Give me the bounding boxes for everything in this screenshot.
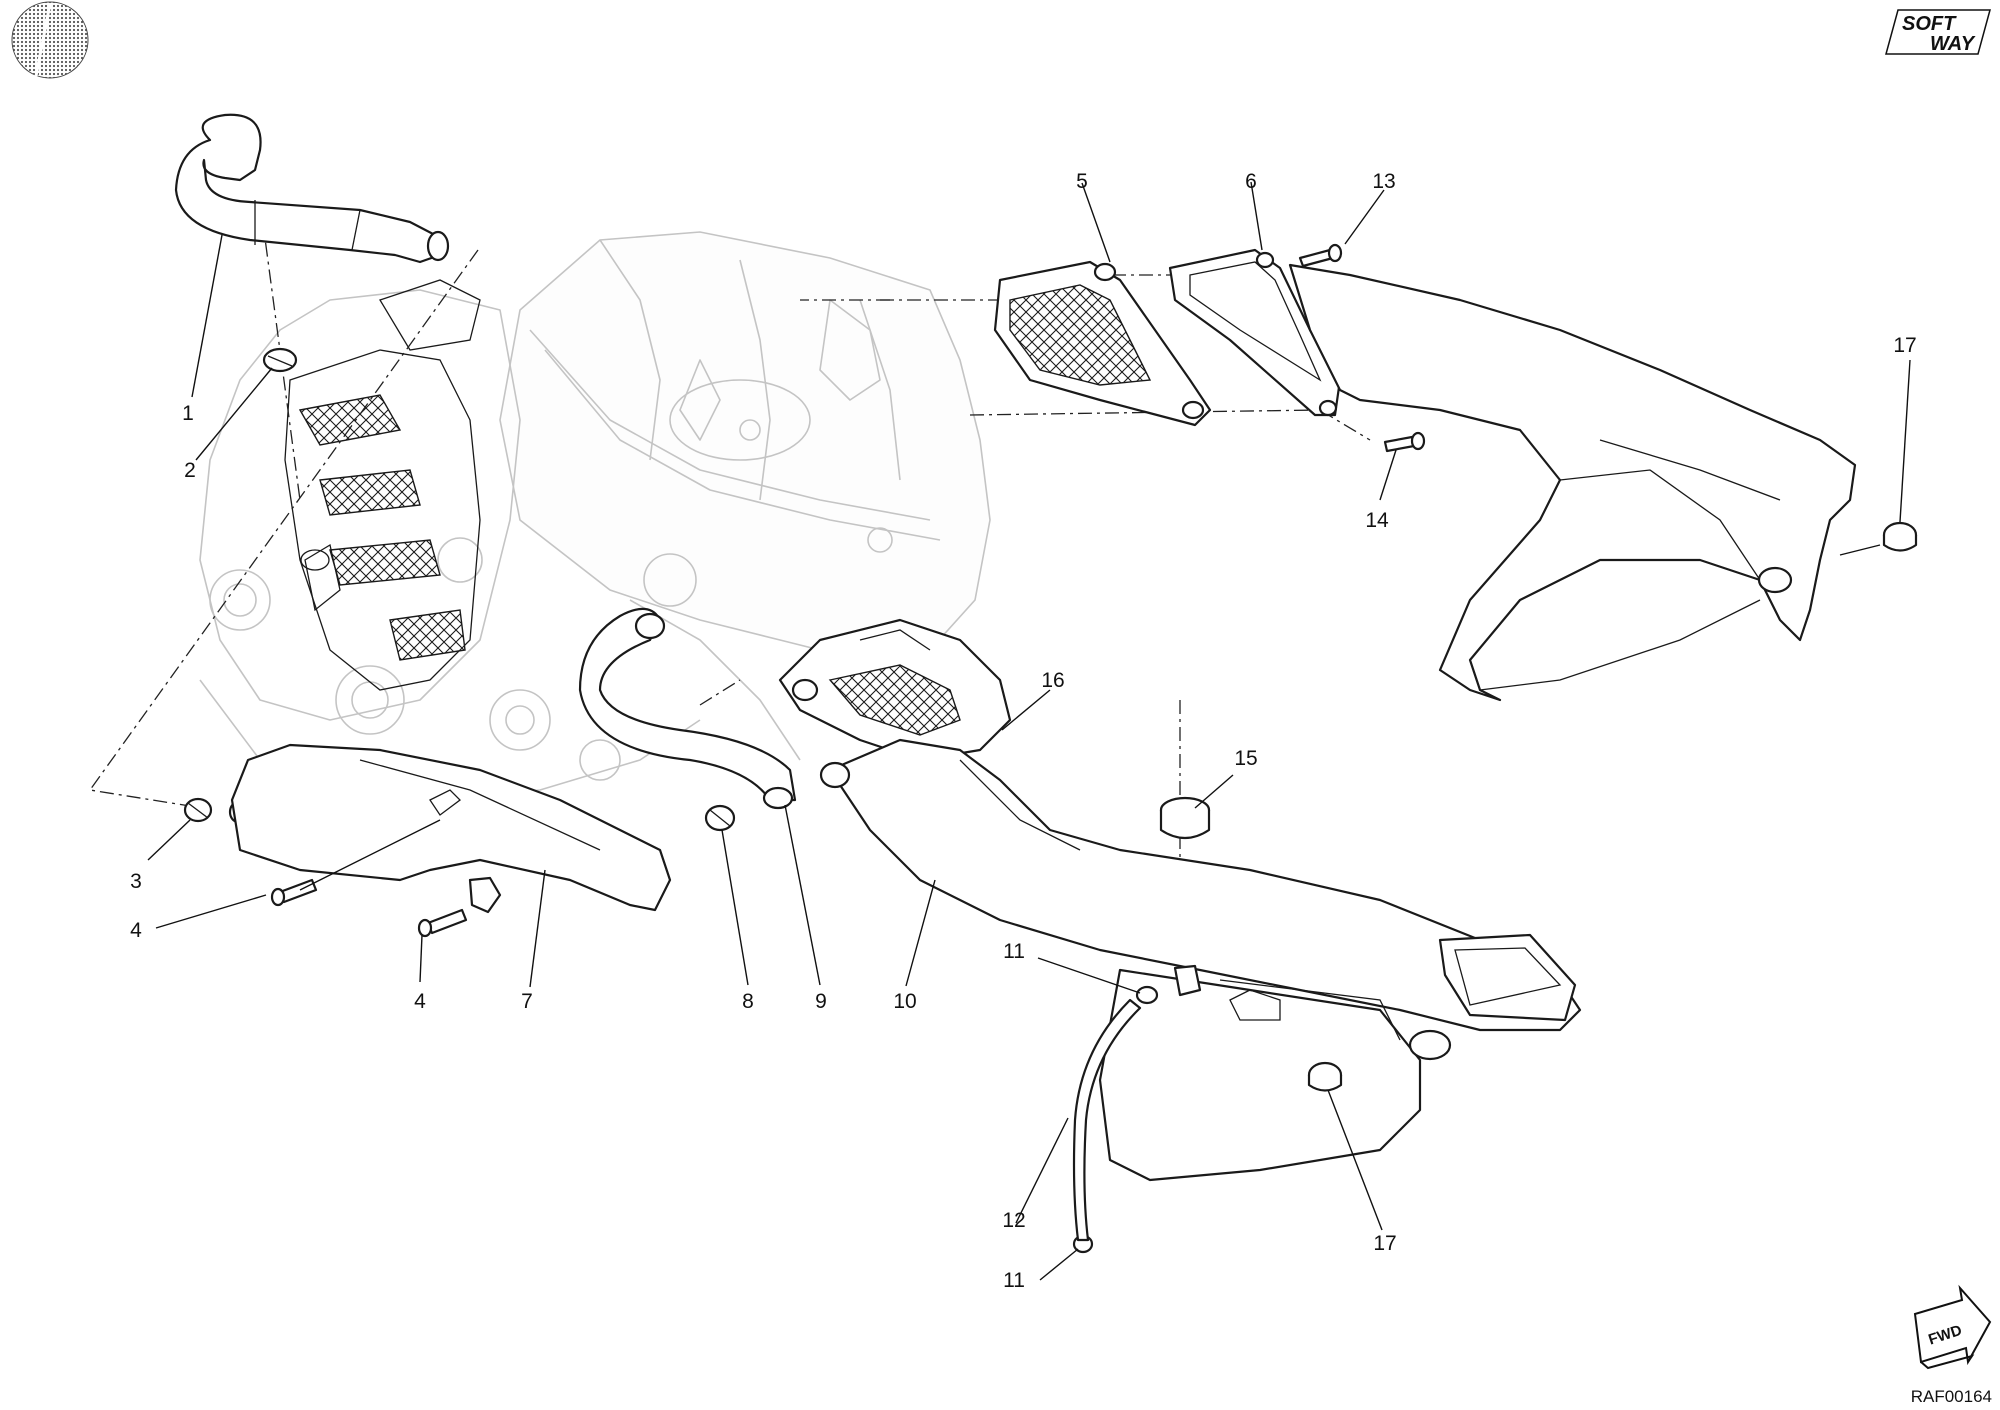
- part-16-intake-grate: [778, 618, 1012, 762]
- part-1-breather-hose: [174, 113, 450, 264]
- part-2-hose-clamp: [262, 347, 298, 373]
- callout-9: 9: [815, 990, 827, 1013]
- part-9-curved-hose: [578, 607, 797, 810]
- callout-12: 12: [1002, 1209, 1025, 1232]
- callout-1: 1: [182, 402, 194, 425]
- callout-8: 8: [742, 990, 754, 1013]
- forward-direction-arrow-icon: FWD: [1913, 1284, 1992, 1370]
- brand-line-2: WAY: [1930, 33, 1976, 55]
- callout-16: 16: [1041, 669, 1064, 692]
- leader-lines: [147, 181, 1911, 1281]
- callout-13: 13: [1372, 170, 1395, 193]
- part-6-gasket: [1168, 248, 1342, 417]
- part-14-screw: [1383, 431, 1426, 453]
- callout-17a: 17: [1893, 334, 1916, 357]
- corner-badge-icon: [11, 1, 89, 79]
- callout-3: 3: [130, 870, 142, 893]
- callout-11b: 11: [1003, 1269, 1025, 1292]
- part-4-screw-upper: [270, 878, 318, 907]
- callout-7: 7: [521, 990, 533, 1013]
- callout-5: 5: [1076, 170, 1088, 193]
- callout-11a: 11: [1003, 940, 1025, 963]
- part-10-right-air-duct: [819, 738, 1582, 1182]
- callout-15: 15: [1234, 747, 1257, 770]
- part-4-screw-lower: [417, 908, 468, 938]
- engine-ghost-outline: [199, 231, 991, 801]
- callout-10: 10: [893, 990, 916, 1013]
- callout-6: 6: [1245, 170, 1257, 193]
- part-11-clamp-upper: [1135, 985, 1159, 1005]
- callout-4a: 4: [130, 919, 142, 942]
- part-17-grommet-lower: [1307, 1061, 1343, 1092]
- brand-line-1: SOFT: [1902, 13, 1957, 35]
- brand-logo: SOFT WAY: [1885, 9, 1991, 55]
- callout-4b: 4: [414, 990, 426, 1013]
- callout-14: 14: [1365, 509, 1389, 532]
- part-12-drain-tube: [1072, 998, 1142, 1242]
- belt-cover-area: [284, 279, 481, 691]
- drawing-code: RAF00164: [1911, 1387, 1992, 1406]
- corner-badge-slash: [34, 3, 52, 77]
- part-5-reed-valve: [993, 260, 1212, 427]
- part-8-hose-clamp: [704, 804, 736, 832]
- upper-right-air-duct: [1288, 263, 1857, 702]
- part-13-screw: [1298, 243, 1343, 268]
- callout-labels: 1 2 3 4 4 5 6 7 8 9 10 11 11 12 13 14 15…: [130, 170, 1917, 1292]
- part-15-filler-cap: [1159, 796, 1211, 840]
- callout-17b: 17: [1373, 1232, 1396, 1255]
- part-17-grommet-right: [1882, 521, 1918, 552]
- callout-2: 2: [184, 459, 196, 482]
